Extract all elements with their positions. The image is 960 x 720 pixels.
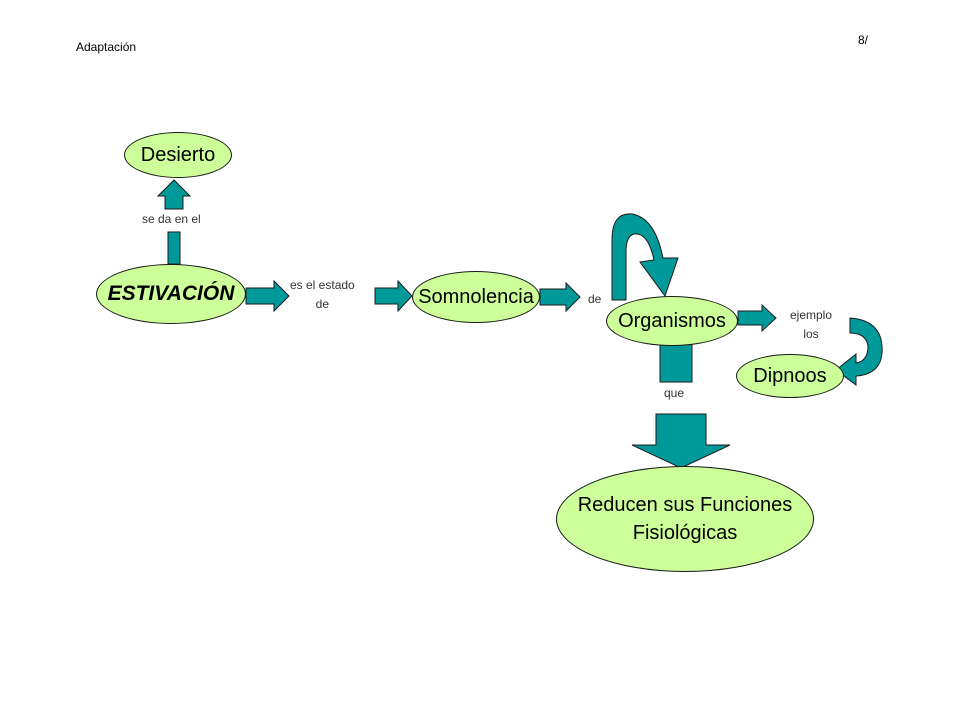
arrow-to-somnolencia-1 — [245, 279, 290, 313]
node-somnolencia-label: Somnolencia — [418, 286, 534, 308]
node-reducen-line2: Fisiológicas — [632, 522, 738, 544]
arrow-to-organismos — [539, 281, 581, 313]
arrow-to-ejemplo — [737, 303, 777, 333]
link-label-se-da-en-el: se da en el — [142, 212, 201, 226]
node-dipnoos: Dipnoos — [736, 354, 844, 398]
arrow-to-que — [659, 343, 693, 383]
link-label-ejemplo: ejemplo los — [790, 306, 832, 344]
page-number: 8/ — [858, 33, 869, 47]
node-reducen-funciones: Reducen sus Funciones Fisiológicas — [556, 466, 814, 572]
node-organismos-label: Organismos — [618, 310, 726, 332]
node-organismos: Organismos — [606, 296, 738, 346]
link-label-es-el-estado-line2: de — [315, 297, 330, 312]
link-label-que: que — [664, 386, 685, 400]
link-label-de: de — [588, 292, 602, 306]
node-estivacion-label: ESTIVACIÓN — [107, 282, 235, 306]
arrow-to-somnolencia-2 — [374, 279, 413, 313]
node-estivacion: ESTIVACIÓN — [96, 264, 246, 324]
link-label-ejemplo-line2: los — [803, 327, 819, 342]
node-desierto-label: Desierto — [140, 144, 216, 166]
document-title: Adaptación — [76, 40, 137, 54]
node-dipnoos-label: Dipnoos — [753, 365, 827, 387]
node-desierto: Desierto — [124, 132, 232, 178]
link-label-ejemplo-line1: ejemplo — [790, 308, 833, 322]
curved-arrow-dipnoos — [835, 317, 883, 386]
curved-arrow-organismos — [611, 213, 679, 301]
link-label-es-el-estado: es el estado de — [290, 276, 355, 314]
link-label-es-el-estado-line1: es el estado — [290, 278, 355, 292]
arrow-to-reducen — [631, 413, 731, 469]
node-somnolencia: Somnolencia — [412, 271, 540, 323]
node-reducen-line1: Reducen sus Funciones — [577, 494, 793, 516]
